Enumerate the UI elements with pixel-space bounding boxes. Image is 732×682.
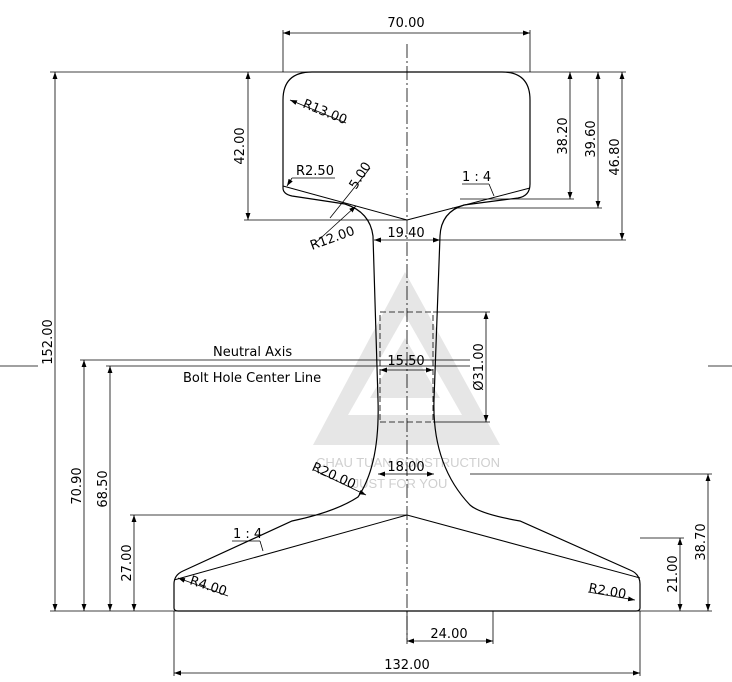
dim-132-label: 132.00: [384, 658, 430, 673]
base-left-slope: [173, 514, 408, 581]
r13-label: R13.00: [301, 97, 350, 128]
dim-152-label: 152.00: [41, 319, 56, 365]
r4-label: R4.00: [188, 574, 229, 600]
underhead-left-slope: [282, 185, 408, 221]
leader-r13: [289, 99, 347, 124]
dim-38-20-label: 38.20: [556, 117, 571, 154]
leader-r2: [587, 591, 636, 602]
dim-39-60-label: 39.60: [584, 120, 599, 157]
bolt-hole-center-label: Bolt Hole Center Line: [183, 371, 321, 386]
slope-head-tick: [488, 183, 495, 197]
dim-46-80-label: 46.80: [608, 138, 623, 175]
dim-42-label: 42.00: [233, 127, 248, 164]
slope-base-label: 1 : 4: [233, 527, 262, 542]
dim-24-label: 24.00: [430, 627, 467, 642]
leader-r2-5a: [286, 177, 293, 187]
r2-label: R2.00: [587, 581, 627, 602]
dim-68-50-label: 68.50: [96, 470, 111, 507]
dim-19-40-label: 19.40: [387, 226, 424, 241]
dim-38-70-label: 38.70: [694, 523, 709, 560]
r2-5-label: R2.50: [296, 164, 334, 179]
dim-70-90-label: 70.90: [70, 467, 85, 504]
r12-label: R12.00: [308, 224, 357, 254]
slope-head-label: 1 : 4: [462, 170, 491, 185]
leader-r12: [311, 205, 357, 247]
slope-base-tick: [259, 540, 264, 552]
neutral-axis-label: Neutral Axis: [213, 345, 292, 360]
watermark-line1: CHAU TUAN CONSTRUCTION: [316, 455, 500, 470]
dim-27-label: 27.00: [120, 544, 135, 581]
leader-r4: [177, 577, 229, 597]
dim-70-label: 70.00: [387, 16, 424, 31]
dim-15-50-label: 15.50: [387, 354, 424, 369]
rail-profile-outline: [173, 71, 641, 612]
base-right-slope: [406, 514, 641, 579]
leader-5: [329, 167, 371, 219]
dim-18-label: 18.00: [387, 460, 424, 475]
watermark-line2: JUST FOR YOU: [353, 476, 448, 491]
leader-r20: [313, 469, 367, 496]
dim-31-label: Ø31.00: [472, 343, 487, 390]
dim-21-label: 21.00: [666, 555, 681, 592]
dim-5-label: 5.00: [347, 160, 375, 193]
underhead-right-slope: [406, 187, 531, 221]
